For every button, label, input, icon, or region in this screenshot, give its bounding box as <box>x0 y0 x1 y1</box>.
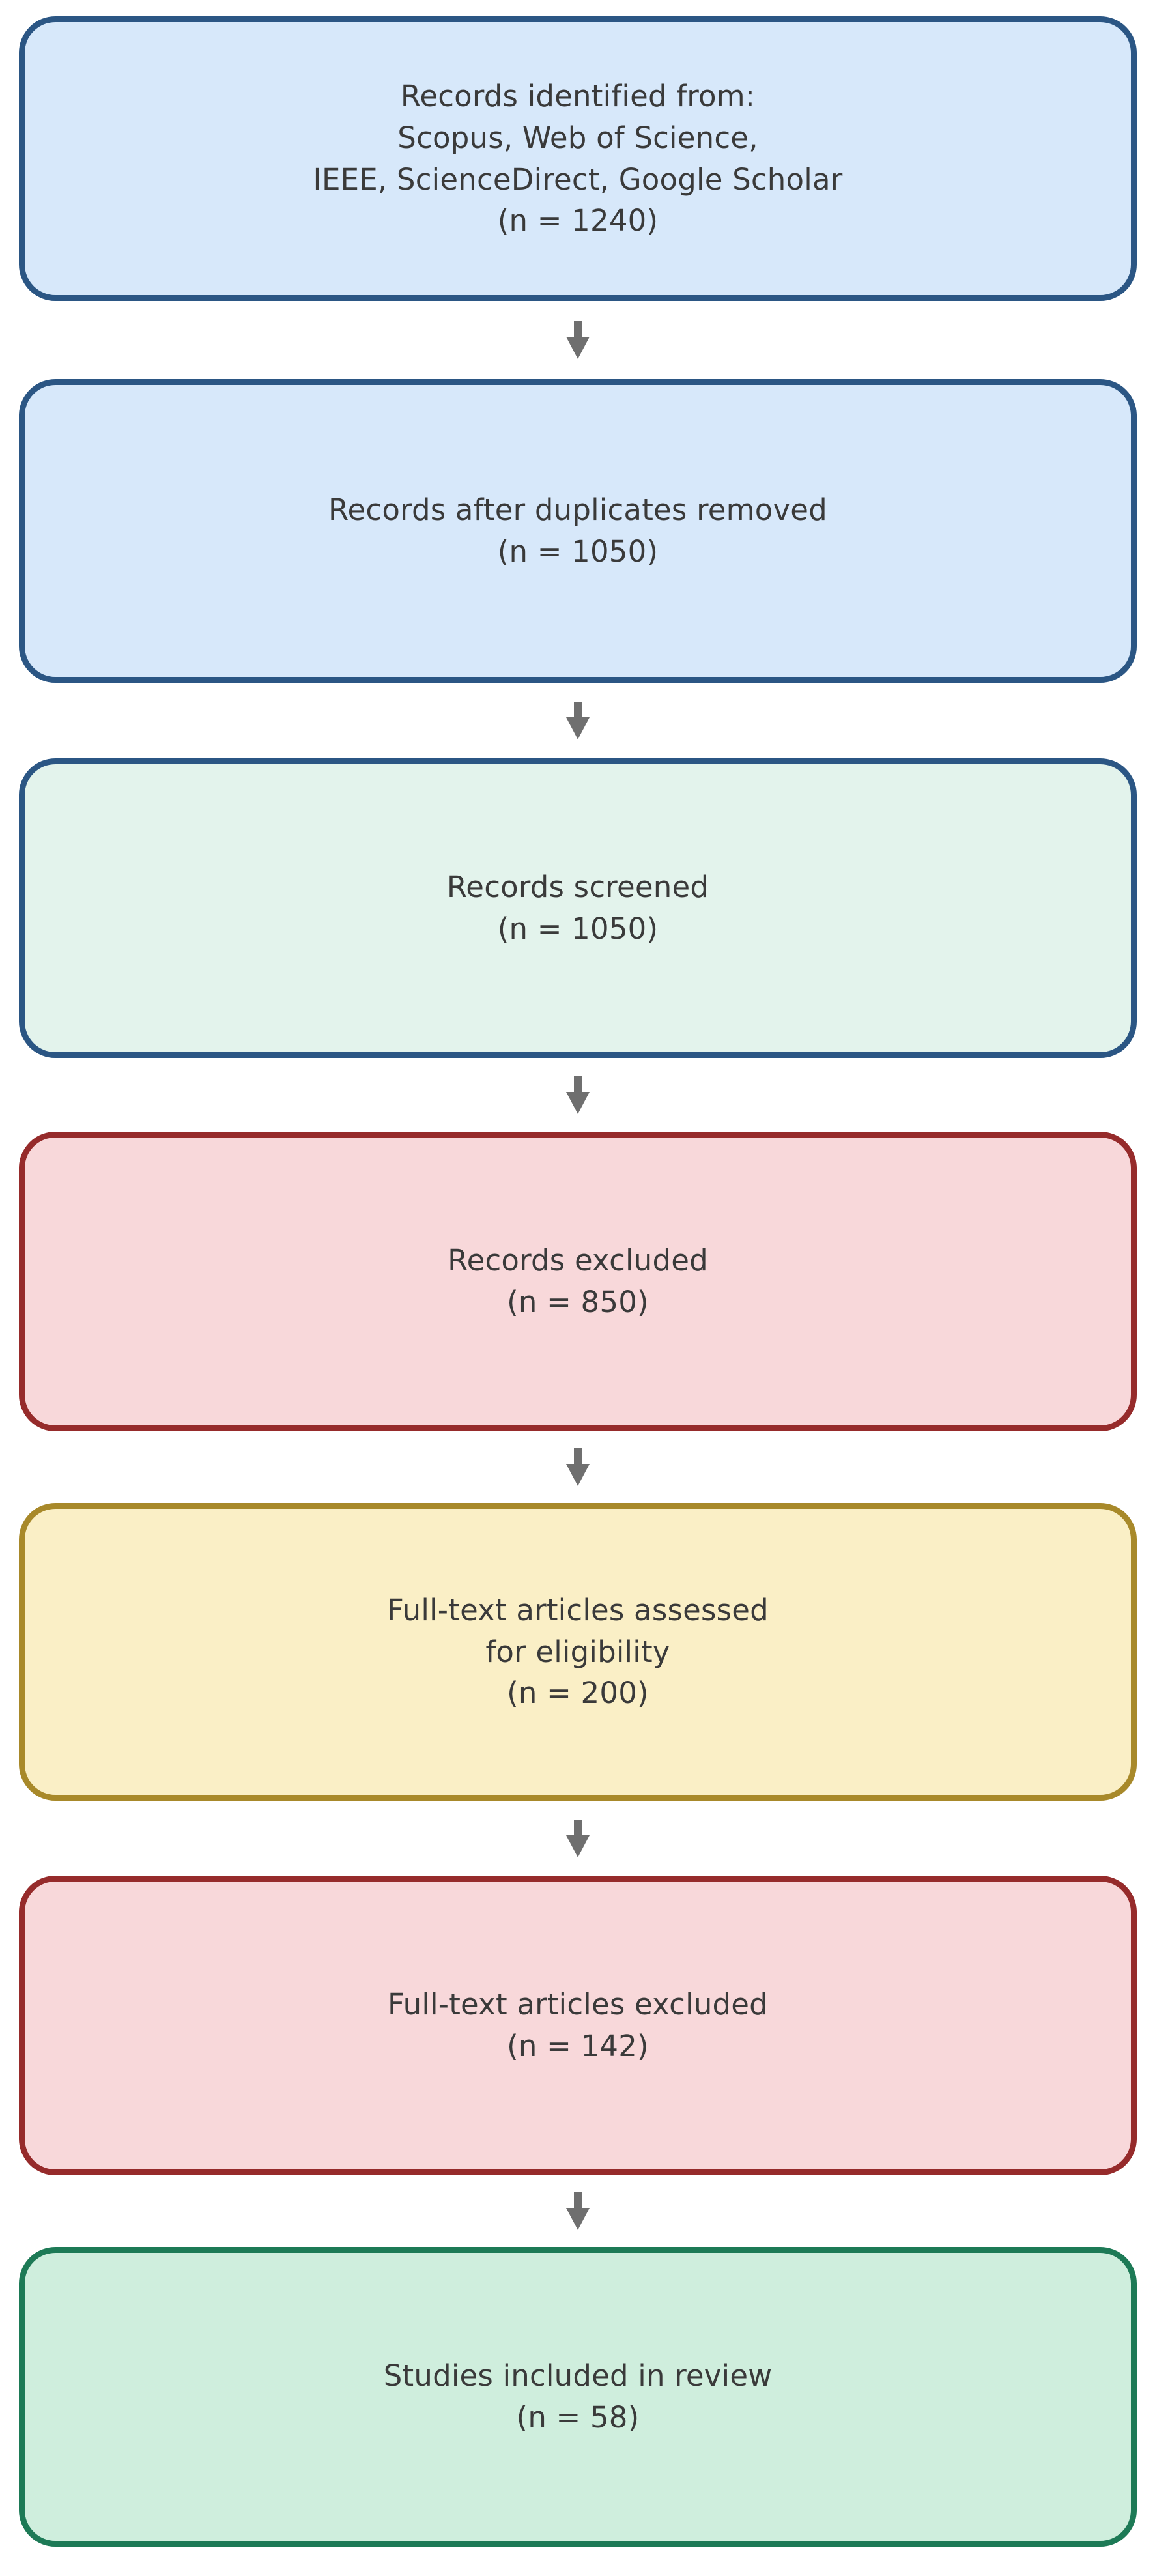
connector-gap <box>19 1058 1137 1132</box>
connector-gap <box>19 1431 1137 1503</box>
flow-box-duplicates-removed-label: Records after duplicates removed (n = 10… <box>328 493 827 569</box>
flow-box-fulltext-excluded-label: Full-text articles excluded (n = 142) <box>388 1987 768 2063</box>
down-arrow-icon <box>566 1076 590 1114</box>
connector-gap <box>19 1801 1137 1876</box>
down-arrow-icon <box>566 321 590 359</box>
down-arrow-shape <box>566 1448 590 1486</box>
flow-box-fulltext-excluded: Full-text articles excluded (n = 142) <box>19 1876 1137 2175</box>
down-arrow-shape <box>566 1819 590 1857</box>
flow-column: Records identified from: Scopus, Web of … <box>19 16 1137 2547</box>
flow-box-records-identified: Records identified from: Scopus, Web of … <box>19 16 1137 301</box>
flow-box-studies-included: Studies included in review (n = 58) <box>19 2247 1137 2547</box>
connector-gap <box>19 2175 1137 2247</box>
down-arrow-icon <box>566 1819 590 1857</box>
down-arrow-shape <box>566 702 590 739</box>
down-arrow-shape <box>566 1076 590 1114</box>
flow-box-fulltext-assessed: Full-text articles assessed for eligibil… <box>19 1503 1137 1801</box>
flow-box-records-identified-label: Records identified from: Scopus, Web of … <box>313 78 843 238</box>
down-arrow-shape <box>566 2192 590 2230</box>
connector-gap <box>19 301 1137 379</box>
flow-box-records-screened-label: Records screened (n = 1050) <box>446 870 709 946</box>
flow-box-records-excluded-label: Records excluded (n = 850) <box>448 1243 708 1319</box>
down-arrow-icon <box>566 1448 590 1486</box>
flow-box-studies-included-label: Studies included in review (n = 58) <box>383 2358 773 2435</box>
flow-box-duplicates-removed: Records after duplicates removed (n = 10… <box>19 379 1137 683</box>
flow-box-records-screened: Records screened (n = 1050) <box>19 758 1137 1058</box>
down-arrow-shape <box>566 321 590 359</box>
flow-box-records-excluded: Records excluded (n = 850) <box>19 1132 1137 1431</box>
connector-gap <box>19 683 1137 758</box>
down-arrow-icon <box>566 702 590 739</box>
flow-box-fulltext-assessed-label: Full-text articles assessed for eligibil… <box>387 1592 769 1711</box>
down-arrow-icon <box>566 2192 590 2230</box>
